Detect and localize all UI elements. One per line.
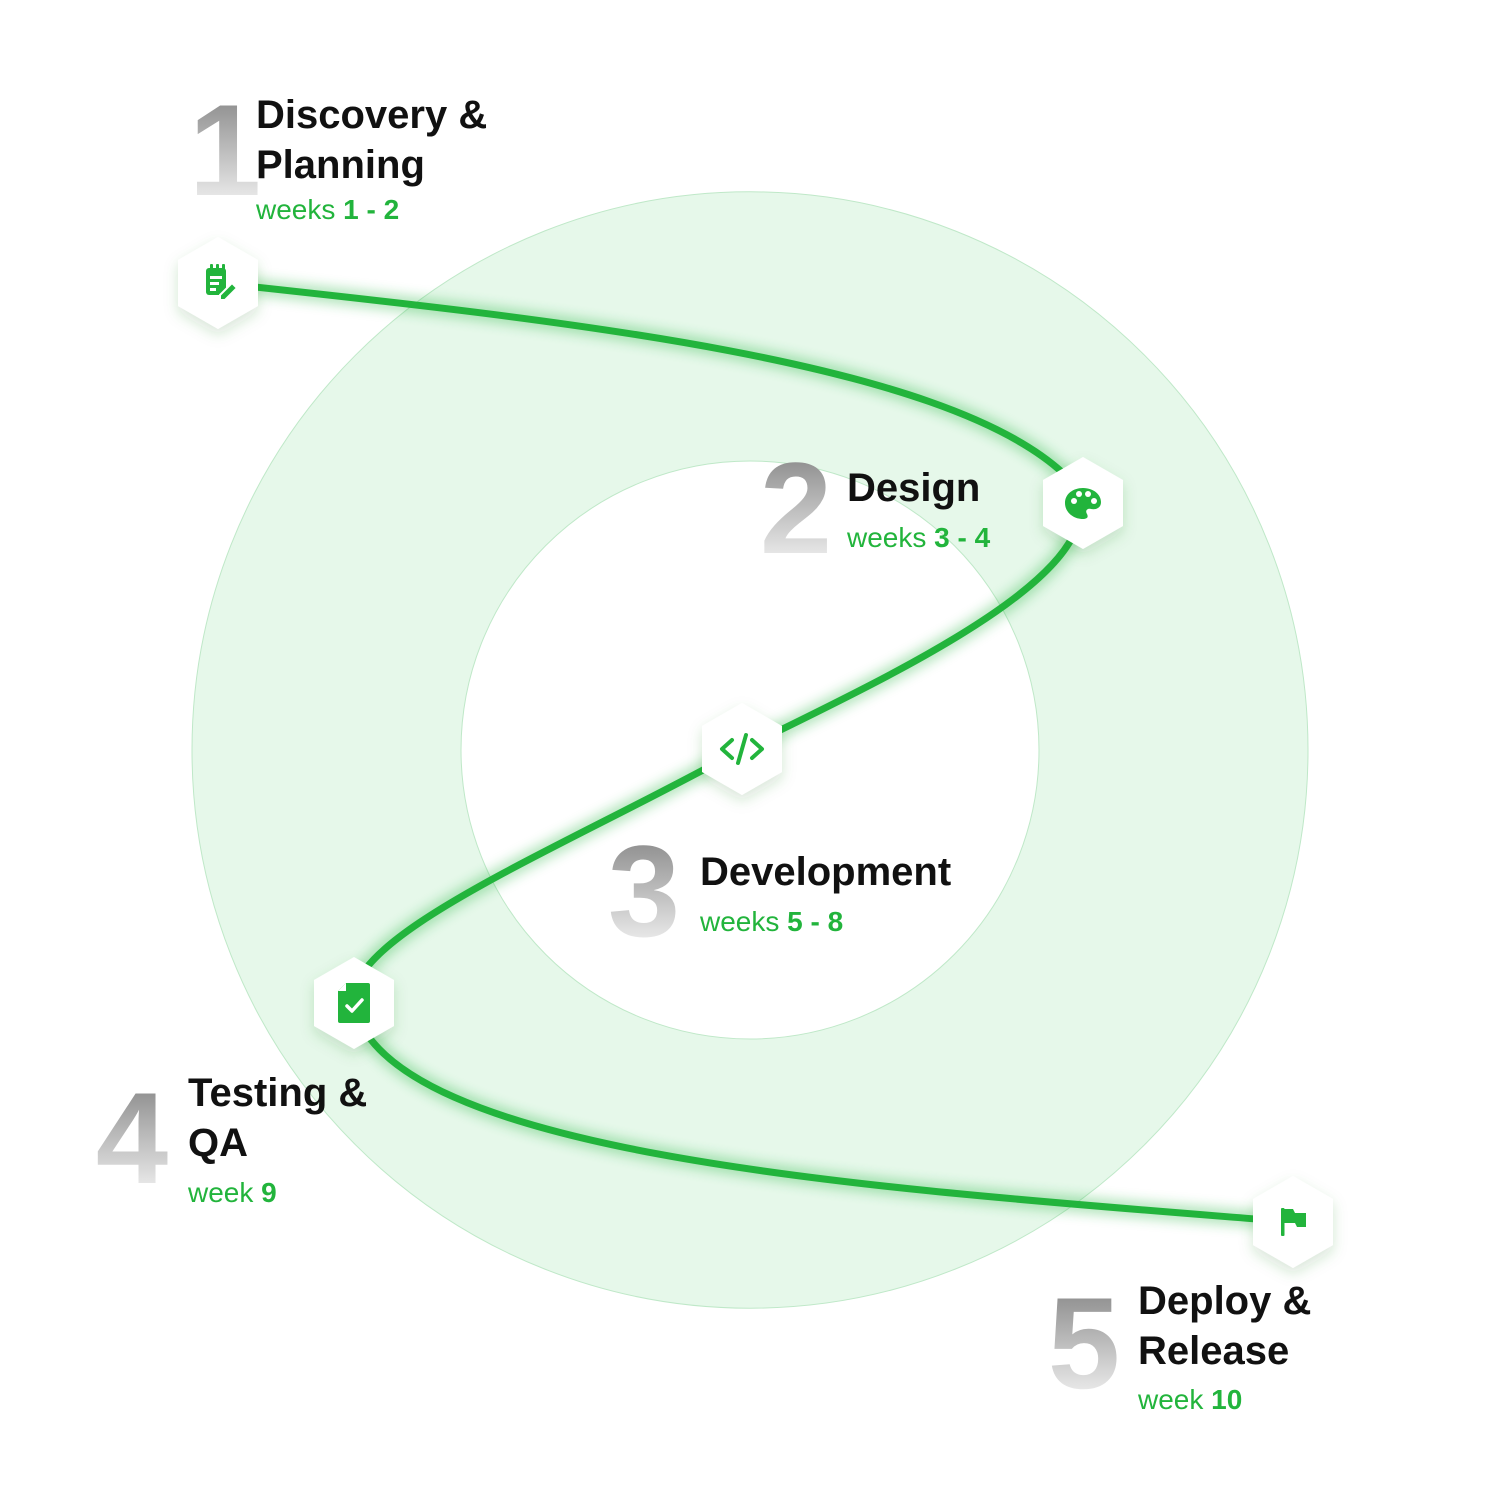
- weeks-prefix: week: [188, 1177, 254, 1208]
- step-number-3: 3: [608, 828, 680, 948]
- milestone-node-5: [1253, 1176, 1333, 1268]
- title-line: Release: [1138, 1329, 1290, 1373]
- weeks-prefix: weeks: [847, 522, 927, 553]
- step-title-1: Discovery & Planning: [256, 90, 487, 190]
- svg-text:4: 4: [96, 1075, 168, 1195]
- step-number-1: 1: [189, 90, 261, 210]
- title-line: Planning: [256, 143, 425, 187]
- weeks-prefix: week: [1138, 1384, 1204, 1415]
- title-line: QA: [188, 1121, 248, 1165]
- step-weeks-5: week 10: [1138, 1384, 1242, 1416]
- step-title-2: Design: [847, 463, 980, 513]
- title-line: Development: [700, 850, 952, 894]
- step-number-5: 5: [1048, 1280, 1120, 1400]
- milestone-node-1: [178, 237, 258, 329]
- svg-text:1: 1: [189, 90, 261, 210]
- step-title-3: Development: [700, 847, 951, 897]
- svg-text:2: 2: [760, 445, 832, 565]
- step-weeks-4: week 9: [188, 1177, 277, 1209]
- clipboard-check-icon: [338, 983, 370, 1023]
- svg-text:5: 5: [1048, 1280, 1120, 1400]
- step-title-5: Deploy & Release: [1138, 1276, 1311, 1376]
- title-line: Testing &: [188, 1071, 368, 1115]
- code-icon: [720, 733, 764, 765]
- weeks-value: 10: [1211, 1384, 1243, 1415]
- background-ring: [191, 191, 1309, 1309]
- weeks-value: 5 - 8: [787, 906, 844, 937]
- step-weeks-1: weeks 1 - 2: [256, 194, 399, 226]
- weeks-prefix: weeks: [700, 906, 780, 937]
- title-line: Discovery &: [256, 93, 488, 137]
- milestone-node-4: [314, 957, 394, 1049]
- step-weeks-2: weeks 3 - 4: [847, 522, 990, 554]
- flag-icon: [1281, 1208, 1306, 1236]
- palette-icon: [1065, 488, 1101, 519]
- weeks-value: 9: [261, 1177, 277, 1208]
- title-line: Deploy &: [1138, 1279, 1312, 1323]
- weeks-value: 1 - 2: [343, 194, 400, 225]
- step-title-4: Testing & QA: [188, 1068, 367, 1168]
- svg-text:3: 3: [608, 828, 680, 948]
- clipboard-edit-icon: [206, 264, 239, 301]
- weeks-value: 3 - 4: [934, 522, 991, 553]
- milestone-node-2: [1043, 457, 1123, 549]
- step-number-2: 2: [760, 445, 832, 565]
- milestone-node-3: [702, 703, 782, 795]
- weeks-prefix: weeks: [256, 194, 336, 225]
- step-weeks-3: weeks 5 - 8: [700, 906, 843, 938]
- step-number-4: 4: [96, 1075, 168, 1195]
- title-line: Design: [847, 466, 981, 510]
